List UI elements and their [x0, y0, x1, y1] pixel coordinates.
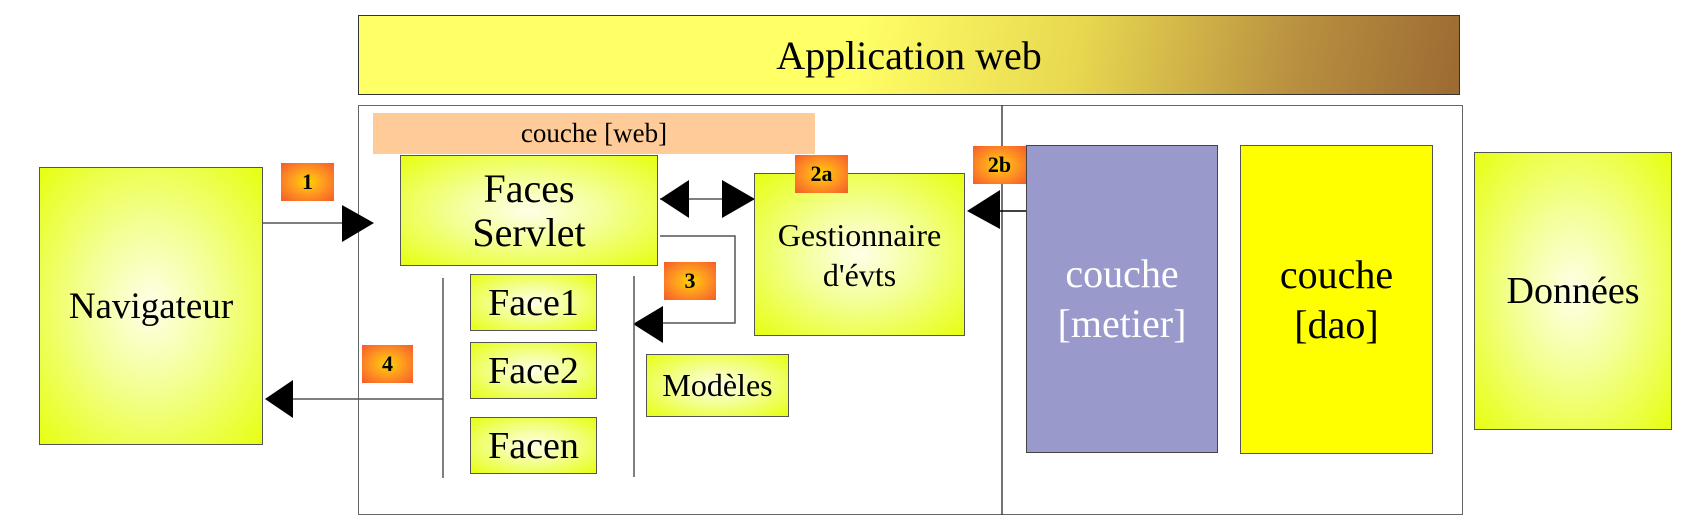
step-badge-2a: 2a — [795, 155, 848, 193]
step-badge-2a-label: 2a — [810, 161, 833, 186]
face1-box[interactable]: Face1 — [470, 274, 597, 331]
arrow-2b-head — [967, 190, 1000, 229]
step-badge-4: 4 — [362, 345, 413, 383]
face1-label: Face1 — [488, 281, 579, 324]
faces-servlet-line2: Servlet — [472, 209, 586, 255]
arrow-2a-head-left — [660, 180, 689, 218]
web-layer-header: couche [web] — [373, 113, 815, 154]
application-container — [358, 105, 1463, 515]
donnees-label: Données — [1506, 270, 1640, 312]
application-web-banner: Application web — [358, 15, 1460, 95]
arrow-2a-head-right — [722, 180, 755, 218]
gestionnaire-line2: d'évts — [822, 256, 897, 293]
step-badge-3-label: 3 — [684, 268, 696, 293]
step-badge-1: 1 — [281, 163, 334, 201]
facen-box[interactable]: Facen — [470, 417, 597, 474]
faces-servlet-box[interactable]: Faces Servlet — [400, 155, 658, 266]
gestionnaire-line1: Gestionnaire — [777, 216, 942, 253]
arrow-3-line — [660, 235, 736, 324]
step-badge-1-label: 1 — [302, 169, 313, 194]
dao-layer-box[interactable]: couche [dao] — [1240, 145, 1433, 454]
face2-box[interactable]: Face2 — [470, 342, 597, 399]
facen-label: Facen — [488, 424, 579, 467]
arrow-4-head — [265, 380, 293, 418]
face2-label: Face2 — [488, 349, 579, 392]
navigateur-box[interactable]: Navigateur — [39, 167, 263, 445]
gestionnaire-box[interactable]: Gestionnaire d'évts — [754, 173, 965, 336]
web-layer-label: couche [web] — [520, 118, 668, 148]
step-badge-2b: 2b — [973, 146, 1026, 184]
donnees-box[interactable]: Données — [1474, 152, 1672, 430]
step-badge-3: 3 — [664, 262, 716, 300]
navigateur-label: Navigateur — [68, 285, 234, 327]
step-badge-4-label: 4 — [382, 351, 393, 376]
metier-layer-box[interactable]: couche [metier] — [1026, 145, 1218, 453]
modeles-box[interactable]: Modèles — [646, 354, 789, 417]
arrow-3-head — [633, 306, 663, 343]
arrow-1-head — [342, 205, 374, 242]
dao-line2: [dao] — [1294, 301, 1379, 347]
step-badge-2b-label: 2b — [987, 152, 1012, 177]
dao-line1: couche — [1279, 251, 1394, 297]
metier-line1: couche — [1065, 251, 1179, 296]
metier-line2: [metier] — [1057, 301, 1187, 346]
banner-title: Application web — [776, 32, 1042, 78]
faces-servlet-line1: Faces — [483, 165, 575, 211]
modeles-label: Modèles — [662, 367, 773, 403]
